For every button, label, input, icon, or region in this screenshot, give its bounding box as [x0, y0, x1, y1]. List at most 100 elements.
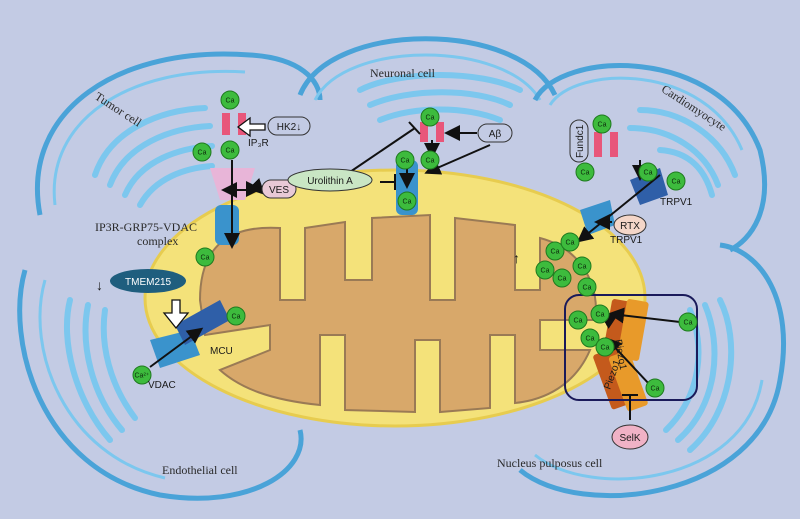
endothelial-cell-label: Endothelial cell [162, 463, 238, 477]
calcium-ion-label: Ca [551, 249, 560, 256]
selk-box: SelK [611, 424, 649, 450]
urolithin-label: Urolithin A [307, 176, 353, 187]
urolithin-box: Urolithin A [287, 168, 373, 192]
calcium-ion-label: Ca [578, 264, 587, 271]
calcium-ion-label: Ca [401, 158, 410, 165]
calcium-ion [678, 312, 698, 332]
calcium-ion-label: Ca [426, 115, 435, 122]
calcium-ion [575, 162, 595, 182]
ip3r-channel-cardio [594, 132, 618, 157]
calcium-ion [395, 150, 415, 170]
ip3r-channel-neuronal [420, 122, 444, 142]
calcium-ion-label: Ca [644, 170, 653, 177]
abeta-box: Aβ [477, 123, 513, 143]
mcu-label: MCU [210, 346, 233, 357]
calcium-ion [590, 304, 610, 324]
calcium-ion-label: Ca [226, 98, 235, 105]
calcium-ion [535, 260, 555, 280]
complex-label-line2: complex [137, 234, 178, 248]
calcium-ion [577, 277, 597, 297]
calcium-ion [545, 241, 565, 261]
rtx-label: RTX [620, 221, 640, 232]
cell-membranes [17, 36, 786, 501]
calcium-ion [195, 247, 215, 267]
calcium-ion-label: Ca [541, 268, 550, 275]
tmem215-down-arrow: ↓ [96, 277, 103, 293]
hk2-box: HK2↓ [267, 116, 311, 136]
selk-label: SelK [619, 433, 640, 444]
calcium-ion-label: Ca [566, 240, 575, 247]
ves-box: VES [261, 179, 297, 199]
tmem215-protein [110, 269, 186, 293]
calcium-ion-label: Ca [232, 314, 241, 321]
calcium-ion [568, 310, 588, 330]
neuronal-cell-label: Neuronal cell [370, 66, 436, 80]
hollow-arrow-endothelial [162, 299, 190, 330]
abeta-label: Aβ [489, 129, 502, 140]
calcium-ion-label: Ca [596, 312, 605, 319]
calcium-ion-label: Ca [684, 320, 693, 327]
endothelial-cell-membrane [17, 269, 304, 501]
cardiomyocyte-membrane [532, 63, 767, 253]
calcium-ion [552, 268, 572, 288]
hollow-arrow-hk2 [236, 116, 266, 138]
calcium-ion-label: Ca [586, 336, 595, 343]
calcium-ion [420, 150, 440, 170]
tumor-cell-membrane [35, 51, 323, 216]
calcium-ion-label: Ca [201, 255, 210, 262]
calcium-ion [560, 232, 580, 252]
hk2-label: HK2↓ [277, 122, 301, 133]
up-arrow: ↑ [513, 250, 520, 266]
calcium-ion [397, 191, 417, 211]
nucleus-pulposus-cell-membrane-inner [534, 379, 764, 481]
calcium-ion [638, 162, 658, 182]
calcium-ion-label: Ca²⁺ [135, 373, 150, 380]
calcium-ion-label: Ca [601, 345, 610, 352]
calcium-ion [580, 328, 600, 348]
calcium-ion [645, 378, 665, 398]
rtx-box: RTX [613, 214, 647, 236]
calcium-ion-label: Ca [558, 276, 567, 283]
tumor-cell-membrane-inner [52, 69, 246, 206]
neuronal-cell-membrane [297, 36, 558, 97]
calcium-ion [666, 171, 686, 191]
trpv1-top-label: TRPV1 [660, 197, 693, 208]
nucleus-pulposus-cell-label: Nucleus pulposus cell [497, 456, 603, 470]
fundc1-label: Fundc1 [575, 124, 586, 158]
cardiomyocyte-membrane-inner [548, 76, 744, 151]
ves-label: VES [269, 185, 289, 196]
calcium-ion [220, 140, 240, 160]
neuronal-cell-membrane-inner [313, 53, 542, 101]
calcium-ion [420, 107, 440, 127]
calcium-ion [595, 337, 615, 357]
calcium-ion-label: Ca [403, 199, 412, 206]
calcium-ion-label: Ca [426, 158, 435, 165]
vdac-label: VDAC [148, 380, 176, 391]
inhibition-lines [349, 121, 638, 420]
calcium-ion-label: Ca [651, 386, 660, 393]
endothelial-cell-membrane-inner [38, 279, 166, 480]
calcium-ion-label: Ca [198, 150, 207, 157]
mitochondrion-matrix [198, 213, 597, 414]
complex-label-line1: IP3R-GRP75-VDAC [95, 220, 197, 234]
fundc1-box: Fundc1 [569, 119, 589, 163]
calcium-ion-label: Ca [574, 318, 583, 325]
calcium-ion-label: Ca [226, 148, 235, 155]
calcium-ion-label: Ca [672, 179, 681, 186]
calcium-ion [192, 142, 212, 162]
piezo1-top-label: Piezo1 [612, 339, 628, 371]
tmem215-label: TMEM215 [125, 277, 172, 288]
er-stacks [64, 72, 738, 453]
calcium-ion [226, 306, 246, 326]
calcium-ion-label: Ca [581, 170, 590, 177]
calcium-ion [132, 365, 152, 385]
calcium-ion [572, 256, 592, 276]
vdac-channel-tumor [215, 205, 239, 245]
nucleus-pulposus-cell-membrane [518, 242, 786, 498]
calcium-ion [220, 90, 240, 110]
trpv1-bottom-label: TRPV1 [610, 235, 643, 246]
ip3r-label: IP₃R [248, 138, 269, 149]
